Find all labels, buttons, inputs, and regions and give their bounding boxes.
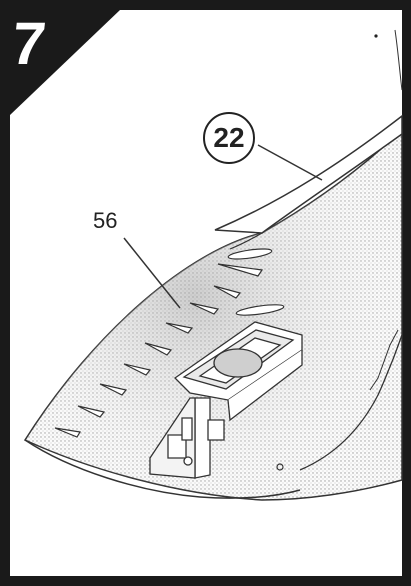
leader-line-22 <box>257 144 323 181</box>
vent-rib <box>217 263 264 277</box>
upper-contour <box>394 29 403 91</box>
vent-rib <box>54 427 81 438</box>
callout-label-22: 22 <box>213 122 245 153</box>
edge-strip-end <box>229 232 263 250</box>
callout-label-56: 56 <box>93 208 118 233</box>
vent-rib <box>144 342 173 356</box>
side-rim-detail <box>369 329 399 391</box>
slot <box>235 304 285 316</box>
compartment <box>173 321 303 422</box>
clips <box>149 397 225 479</box>
leader-line-56 <box>123 237 181 309</box>
side-rim <box>299 334 403 471</box>
corner-dot <box>374 34 378 38</box>
step-number: 7 <box>8 10 49 77</box>
vent-rib <box>99 383 128 396</box>
bottom-rim <box>24 439 301 499</box>
vent-rib <box>189 302 220 315</box>
vent-rib <box>77 405 106 418</box>
vent-rib <box>213 285 242 299</box>
vent-rib <box>165 322 194 334</box>
vent-ribs <box>54 263 264 438</box>
slot <box>227 248 273 260</box>
step-corner-tab <box>10 10 120 115</box>
callout-circle-22 <box>203 112 255 164</box>
edge-strip <box>214 114 403 234</box>
slots <box>227 248 285 316</box>
screw-hole <box>276 463 284 471</box>
vent-rib <box>123 363 152 376</box>
cover-shading <box>25 130 402 500</box>
